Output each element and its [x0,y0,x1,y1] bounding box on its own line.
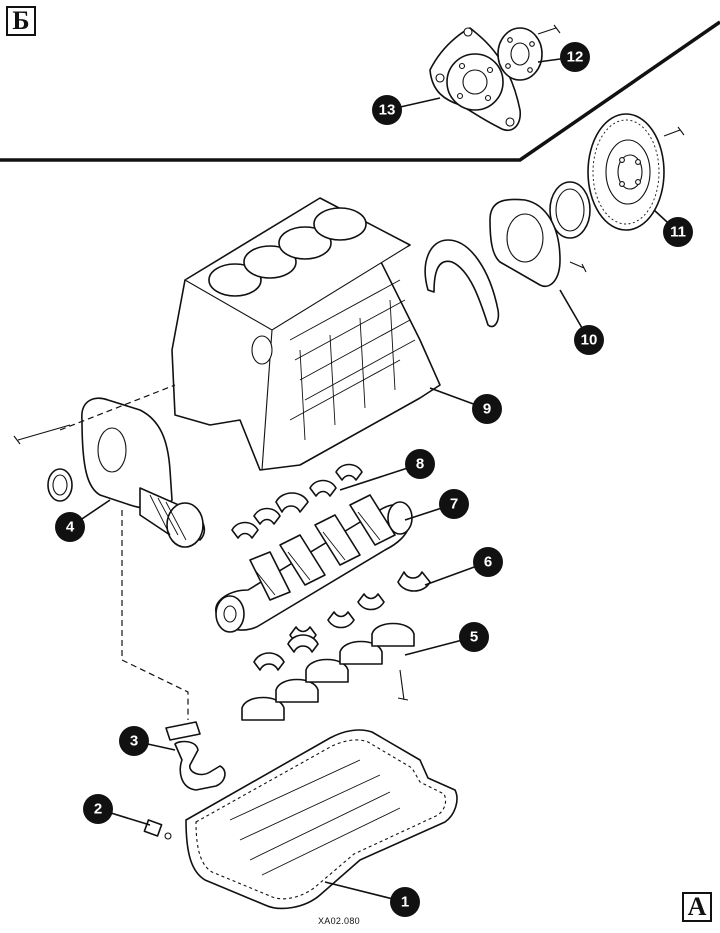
svg-text:10: 10 [581,332,598,349]
drain-plug [143,819,172,840]
callout-4: 4 [55,512,85,542]
svg-text:2: 2 [94,801,102,818]
callout-6: 6 [473,547,503,577]
callout-13: 13 [372,95,402,125]
svg-text:7: 7 [450,496,458,513]
callout-3: 3 [119,726,149,756]
dashed-connector-block [59,384,176,431]
drawing-code: XA02.080 [318,916,360,926]
svg-text:12: 12 [567,49,584,66]
callout-12: 12 [560,42,590,72]
rear-seal-housing [424,181,591,328]
main-bearing-caps [241,622,415,721]
callout-9: 9 [472,394,502,424]
flex-plate [429,27,522,132]
frame-label-a: А [682,892,712,922]
frame-label-b: Б [6,6,36,36]
crankshaft [215,494,413,633]
svg-text:9: 9 [483,401,491,418]
spacer-plate [497,24,561,81]
svg-text:3: 3 [130,733,138,750]
svg-text:8: 8 [416,456,424,473]
oil-pan [185,729,458,910]
callout-8: 8 [405,449,435,479]
svg-text:6: 6 [484,554,492,571]
dashed-connector [121,510,189,720]
callout-5: 5 [459,622,489,652]
flywheel [587,113,685,231]
svg-text:13: 13 [379,102,396,119]
callout-1: 1 [390,887,420,917]
inset-divider [0,20,720,162]
svg-text:11: 11 [670,224,686,241]
svg-text:4: 4 [66,519,75,536]
callout-10: 10 [574,325,604,355]
callout-11: 11 [663,217,693,247]
upper-bearing-shells [231,463,363,539]
oil-pump-assembly [13,397,206,548]
oil-pickup-tube [165,721,226,791]
callout-2: 2 [83,794,113,824]
cylinder-block [171,197,441,471]
svg-text:1: 1 [401,894,409,911]
callout-7: 7 [439,489,469,519]
svg-text:5: 5 [470,629,478,646]
